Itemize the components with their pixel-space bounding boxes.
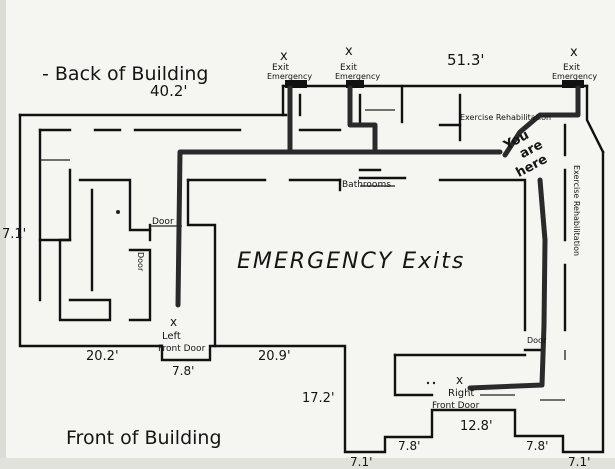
- dimension-7-8-left: 7.8': [172, 364, 194, 378]
- exit-block-2: [346, 80, 364, 88]
- outer-walls: [18, 84, 605, 454]
- emergency-exits-title: EMERGENCY Exits: [237, 249, 465, 274]
- exit1-label: Exit: [272, 63, 290, 73]
- door-dot: [432, 381, 436, 385]
- dimension-20-2: 20.2': [86, 349, 119, 364]
- door-label-left: Door: [152, 217, 174, 227]
- exercise-rehab-label-top: Exercise Rehabilitation: [460, 113, 551, 122]
- dimension-7-8-bottom1: 7.8': [398, 439, 420, 453]
- interior-walls: [38, 84, 567, 401]
- exercise-rehab-label-side: Exercise Rehabilitation: [572, 165, 581, 256]
- dimension-12-8: 12.8': [460, 419, 493, 434]
- door-dot: [116, 210, 120, 214]
- exit1-sublabel: Emergency: [267, 72, 312, 81]
- left-front-door-sublabel: Front Door: [158, 344, 206, 354]
- evacuation-routes: [175, 85, 581, 391]
- exit-block-1: [285, 80, 307, 88]
- paper-bottom-edge: [0, 458, 615, 469]
- front-of-building-title: Front of Building: [66, 427, 222, 449]
- dimension-7-1-left: 7.1': [2, 227, 26, 242]
- exit-markers: [285, 80, 584, 88]
- exit3-sublabel: Emergency: [552, 72, 597, 81]
- door-dot: [426, 381, 430, 385]
- bathrooms-label: Bathrooms: [342, 180, 391, 190]
- right-front-door-label: Right: [448, 388, 474, 399]
- left-front-door-label: Left: [162, 331, 181, 342]
- exit-block-3: [562, 80, 584, 88]
- door-label-vertical: Door: [136, 252, 145, 272]
- dimension-17-2: 17.2': [302, 391, 335, 406]
- dimension-7-8-bottom2: 7.8': [526, 439, 548, 453]
- paper-edge: [0, 0, 6, 469]
- exit1-x-mark: x: [280, 49, 288, 64]
- paper-sheet: [4, 0, 615, 469]
- exit2-x-mark: x: [345, 44, 353, 59]
- dimension-7-1-bottom2: 7.1': [568, 455, 590, 469]
- left-front-door-x: x: [170, 315, 177, 329]
- dimension-20-9: 20.9': [258, 349, 291, 364]
- door-label-right: Door: [527, 336, 547, 345]
- right-front-door-x: x: [456, 373, 463, 387]
- right-front-door-sublabel: Front Door: [432, 401, 480, 411]
- exit3-label: Exit: [563, 63, 581, 73]
- exit2-sublabel: Emergency: [335, 72, 380, 81]
- dimension-7-1-bottom1: 7.1': [350, 455, 372, 469]
- back-of-building-title: - Back of Building: [42, 63, 209, 85]
- exit2-label: Exit: [340, 63, 358, 73]
- dimension-51-3: 51.3': [447, 51, 485, 69]
- dimension-40-2: 40.2': [150, 82, 188, 100]
- exit3-x-mark: x: [570, 45, 578, 60]
